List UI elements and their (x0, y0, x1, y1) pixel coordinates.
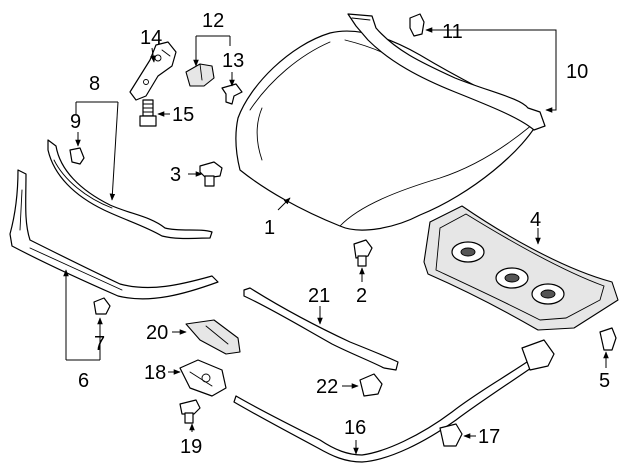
hood-panel (235, 30, 541, 231)
rod-clip (359, 373, 383, 397)
callout-17: 17 (478, 426, 500, 448)
callout-labels: 1 2 3 4 5 6 7 8 9 10 11 12 13 14 15 16 1… (70, 10, 610, 458)
insulator-retainer (599, 327, 617, 351)
callout-10: 10 (566, 61, 588, 83)
bracket-clip (221, 83, 243, 105)
callout-15: 15 (172, 104, 194, 126)
callout-19: 19 (180, 436, 202, 458)
seal-clip (409, 13, 425, 37)
callout-8: 8 (89, 73, 100, 95)
leader-lines (63, 27, 609, 455)
bumper-bolt (199, 161, 223, 187)
lower-seal (9, 169, 219, 300)
hinge-bolt (139, 99, 157, 127)
release-cable (233, 339, 555, 463)
callout-3: 3 (170, 164, 181, 186)
hood-latch (179, 359, 227, 397)
upper-seal (47, 139, 213, 240)
callout-11: 11 (442, 21, 463, 43)
callout-5: 5 (599, 370, 610, 392)
hinge-bracket (185, 63, 215, 87)
seal-clip-small (69, 147, 85, 165)
callout-7: 7 (94, 333, 105, 355)
callout-12: 12 (202, 10, 224, 32)
callout-18: 18 (144, 362, 166, 384)
callout-22: 22 (316, 376, 338, 398)
callout-4: 4 (530, 209, 541, 231)
lower-clip (93, 297, 111, 315)
callout-1: 1 (264, 217, 275, 239)
hood-hinge (129, 41, 177, 101)
callout-2: 2 (356, 285, 367, 307)
callout-13: 13 (222, 50, 244, 72)
hood-seal (347, 13, 546, 131)
callout-16: 16 (344, 417, 366, 439)
hood-insulator (423, 205, 619, 331)
callout-20: 20 (146, 322, 168, 344)
callout-9: 9 (70, 111, 81, 133)
insulator-clip (353, 239, 373, 267)
prop-rod (243, 287, 399, 371)
callout-14: 14 (140, 27, 162, 49)
rod-support (185, 319, 241, 355)
callout-6: 6 (78, 370, 89, 392)
callout-21: 21 (308, 285, 330, 307)
latch-bolt (179, 399, 201, 424)
cable-clip (439, 423, 463, 447)
